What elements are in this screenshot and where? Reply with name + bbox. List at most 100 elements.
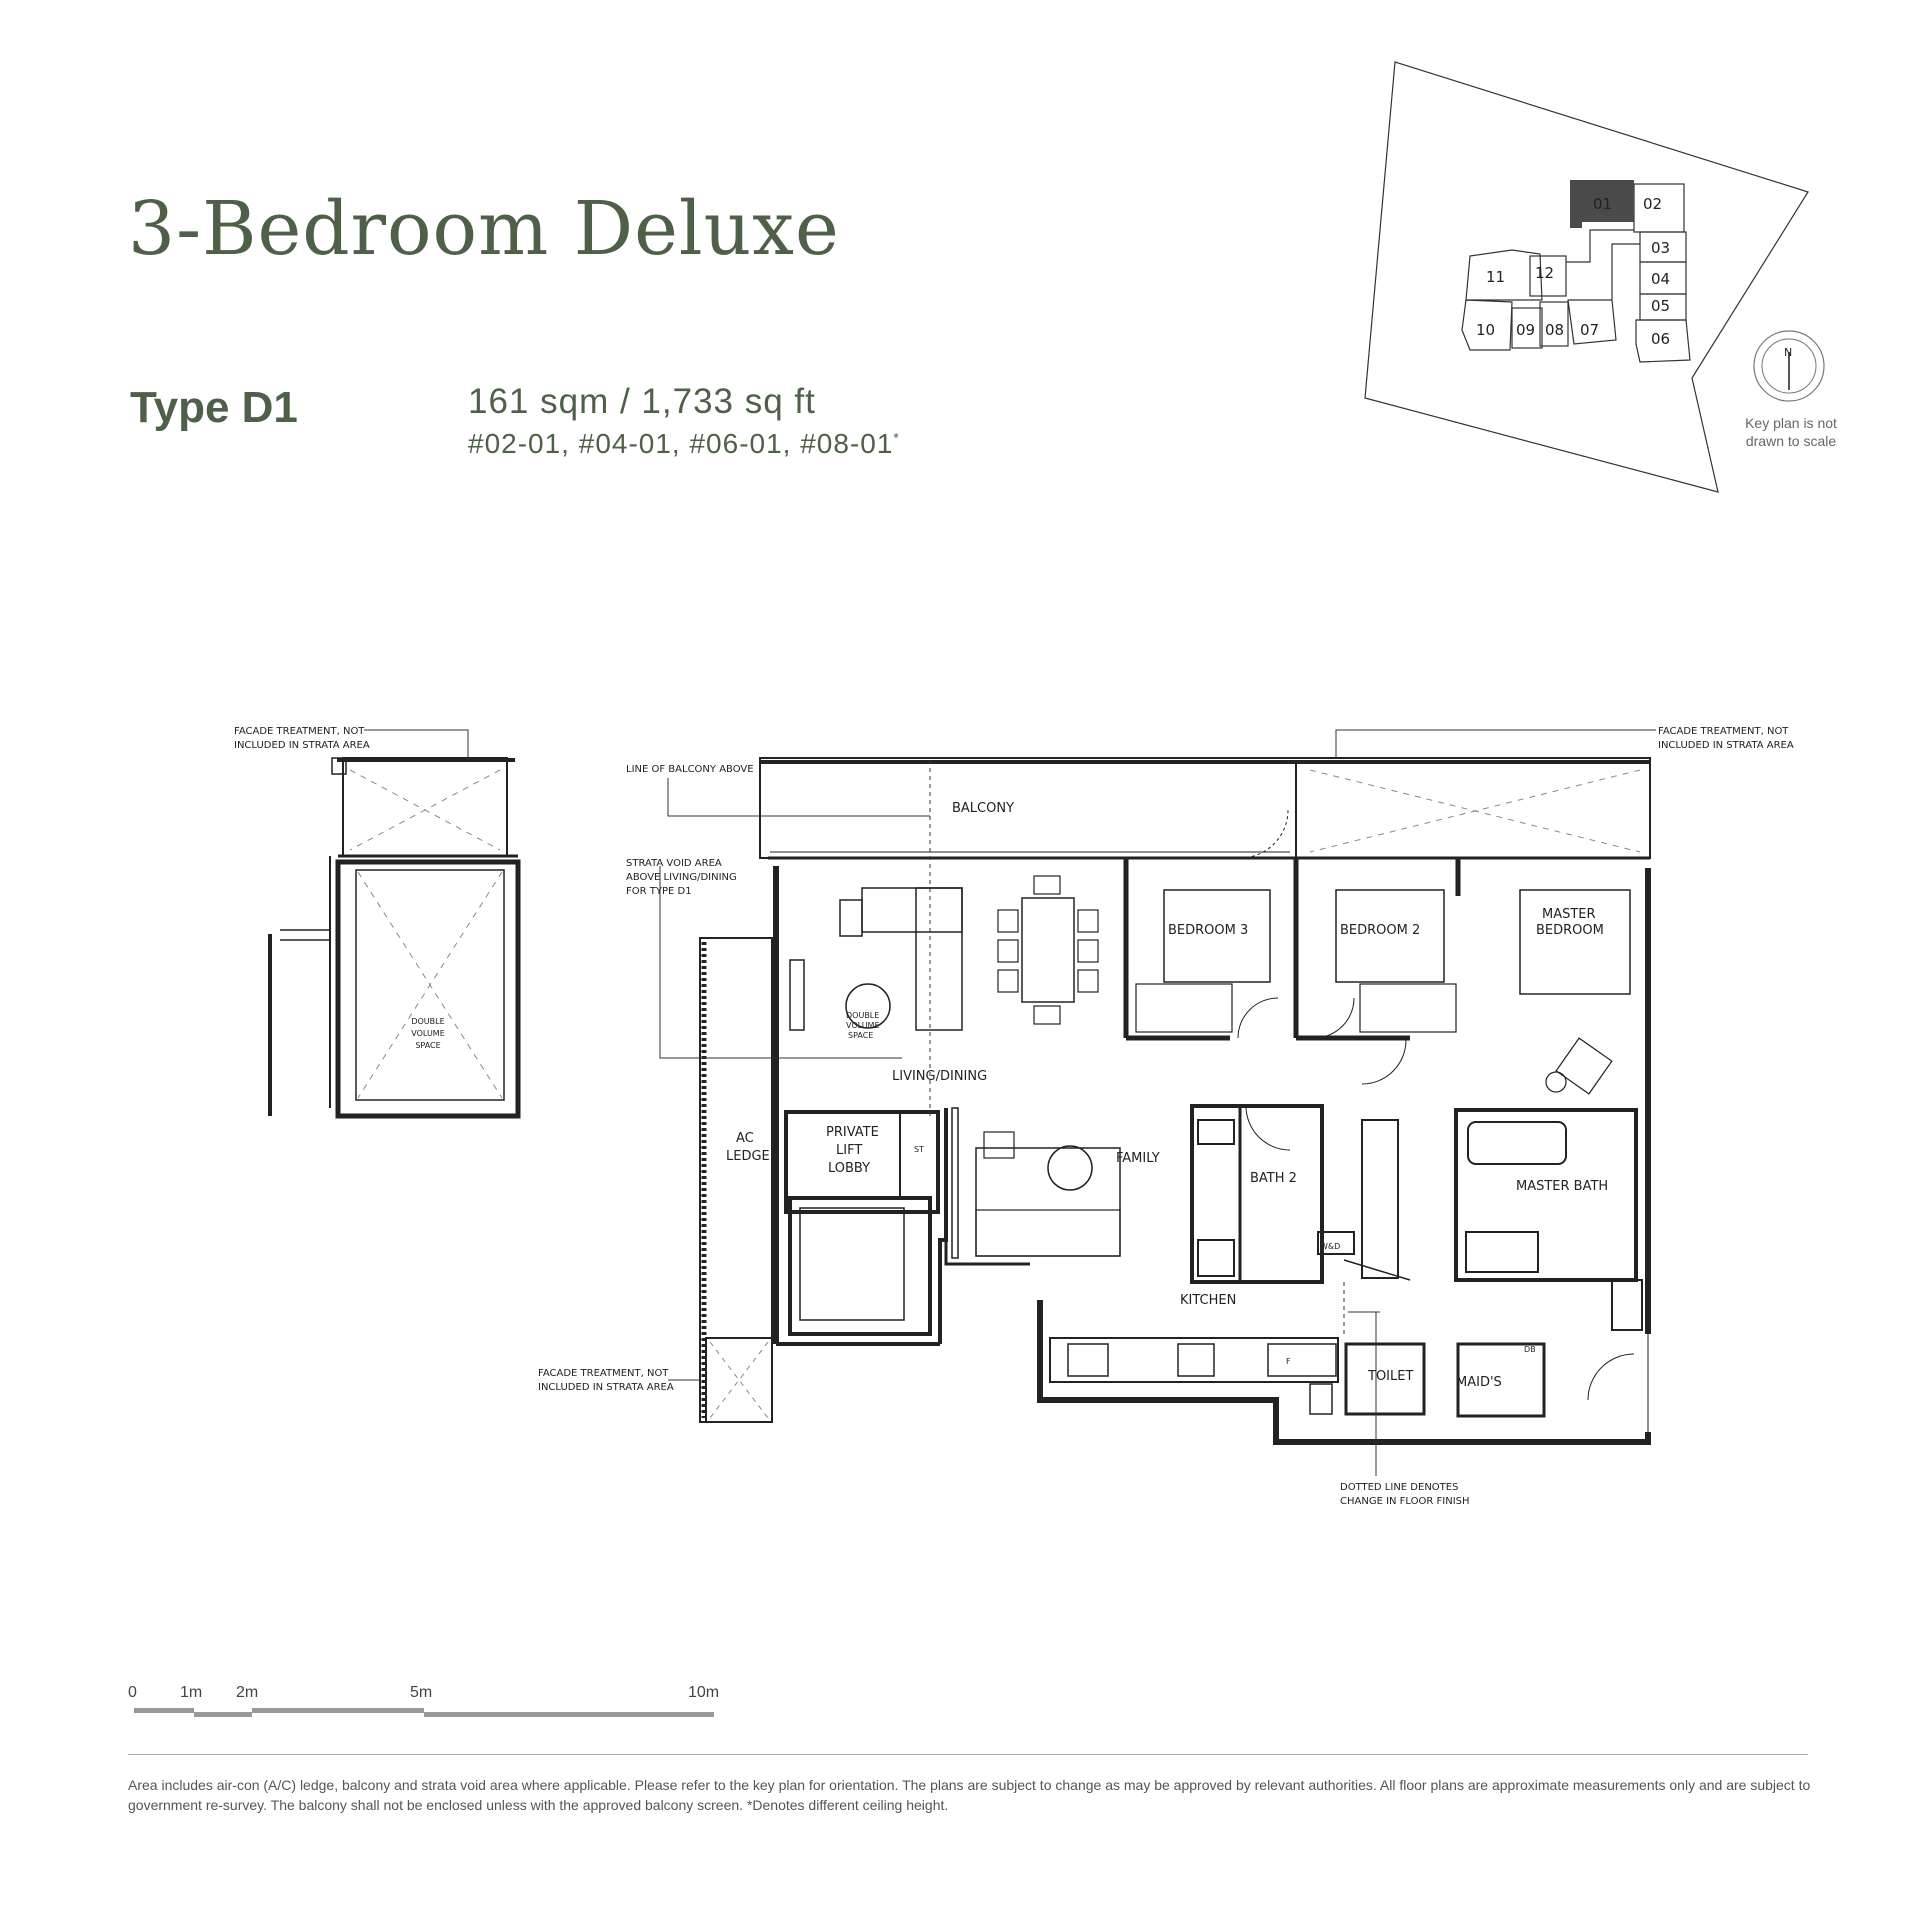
dining-table: [1021, 897, 1075, 1003]
label-lift-3: LOBBY: [828, 1161, 870, 1176]
scale-bar: [134, 1708, 714, 1717]
door-maids: [1587, 1353, 1635, 1401]
note-balcony-above: LINE OF BALCONY ABOVE: [626, 764, 754, 775]
label-family: FAMILY: [1116, 1151, 1160, 1166]
sink: [1067, 1343, 1109, 1377]
dv-label-3: SPACE: [415, 1041, 440, 1050]
note-strata-2: ABOVE LIVING/DINING: [626, 872, 737, 883]
exterior-wall-south: [1037, 1300, 1651, 1445]
label-fridge: F: [1286, 1357, 1291, 1366]
key-plan-label-03: 03: [1651, 239, 1670, 257]
note-dotted-2: CHANGE IN FLOOR FINISH: [1340, 1496, 1470, 1507]
unit-numbers: #02-01, #04-01, #06-01, #08-01*: [468, 428, 900, 460]
upper-balcony: [342, 757, 508, 857]
key-plan-block-08: [1539, 301, 1569, 347]
key-plan-label-04: 04: [1651, 270, 1670, 288]
label-st: ST: [914, 1145, 924, 1154]
label-bedroom2: BEDROOM 2: [1340, 923, 1420, 938]
label-master-bath: MASTER BATH: [1516, 1179, 1608, 1194]
label-balcony: BALCONY: [952, 801, 1014, 816]
key-plan-label-05: 05: [1651, 297, 1670, 315]
hob: [1177, 1343, 1215, 1377]
key-plan-labels: 01 02 03 04 05 06 07 08 09 10 11 12: [1476, 195, 1670, 348]
note-facade-right-2: INCLUDED IN STRATA AREA: [1658, 740, 1794, 751]
note-facade-bottom-2: INCLUDED IN STRATA AREA: [538, 1382, 674, 1393]
label-lift-1: PRIVATE: [826, 1125, 879, 1140]
scale-seg-0-1: [134, 1708, 194, 1713]
note-strata-1: STRATA VOID AREA: [626, 858, 722, 869]
armchair: [1555, 1037, 1613, 1095]
dv-label-2: VOLUME: [411, 1029, 445, 1038]
note-facade-bottom-1: FACADE TREATMENT, NOT: [538, 1368, 669, 1379]
key-plan-unit-01-highlight: [1570, 180, 1634, 228]
label-living-dining: LIVING/DINING: [892, 1069, 987, 1084]
main-floor-plan: [699, 757, 1651, 1445]
key-plan-label-06: 06: [1651, 330, 1670, 348]
kitchen-counter: [1049, 1337, 1339, 1383]
key-plan-label-01: 01: [1593, 195, 1612, 213]
footer-divider: [128, 1754, 1808, 1755]
key-plan-site-boundary: [1364, 61, 1809, 493]
fridge: [1267, 1343, 1337, 1377]
key-plan-label-08: 08: [1545, 321, 1564, 339]
label-dv-3: SPACE: [848, 1031, 873, 1040]
key-plan-block-12: [1529, 255, 1567, 297]
maids-room: [1456, 1342, 1546, 1418]
bed-bedroom2: [1335, 889, 1445, 983]
private-lift-lobby: [784, 1110, 940, 1214]
door-master: [1361, 1039, 1407, 1085]
key-plan-block-07: [1567, 299, 1617, 345]
label-maids: MAID'S: [1456, 1375, 1502, 1390]
room-labels: BALCONY BEDROOM 3 BEDROOM 2 MASTER BEDRO…: [726, 801, 1608, 1390]
bed-master: [1519, 889, 1631, 995]
coffee-table-family: [1047, 1145, 1093, 1191]
key-plan-block-11: [1465, 249, 1543, 301]
key-plan-label-07: 07: [1580, 321, 1599, 339]
bath2-shower-1: [1197, 1119, 1235, 1145]
bath2-shower-2: [1197, 1239, 1235, 1277]
key-plan-block-06: [1635, 319, 1691, 363]
scale-seg-2-5: [252, 1708, 424, 1713]
key-plan-label-11: 11: [1486, 268, 1505, 286]
label-db: DB: [1524, 1345, 1536, 1354]
upper-plan-labels: DOUBLE VOLUME SPACE: [411, 1017, 445, 1050]
label-kitchen: KITCHEN: [1180, 1293, 1236, 1308]
bed-bedroom3: [1163, 889, 1271, 983]
footer-disclaimer: Area includes air-con (A/C) ledge, balco…: [128, 1777, 1811, 1813]
label-ac-1: AC: [736, 1131, 754, 1146]
door-bath2: [1245, 1105, 1291, 1151]
note-strata-3: FOR TYPE D1: [626, 886, 692, 897]
annotation-leaders: [364, 729, 1656, 1476]
note-facade-right-1: FACADE TREATMENT, NOT: [1658, 726, 1789, 737]
label-wd: W&D: [1320, 1242, 1340, 1251]
dv-label-1: DOUBLE: [411, 1017, 444, 1026]
label-master-1: MASTER: [1542, 907, 1596, 922]
lift-shaft: [788, 1196, 932, 1336]
unit-type-label: Type D1: [130, 383, 298, 432]
kitchen-store: [1309, 1383, 1333, 1415]
coffee-table-living: [845, 983, 891, 1029]
note-facade-left-1: FACADE TREATMENT, NOT: [234, 726, 365, 737]
key-plan-label-10: 10: [1476, 321, 1495, 339]
scale-seg-5-10: [424, 1712, 714, 1717]
compass-icon: N: [1753, 330, 1825, 402]
label-master-2: BEDROOM: [1536, 923, 1604, 938]
bath2-block: [1190, 1104, 1324, 1284]
label-dv-2: VOLUME: [846, 1021, 880, 1030]
facade-box-bottom: [705, 1337, 773, 1423]
scale-label-10m: 10m: [688, 1684, 720, 1701]
annotation-labels: FACADE TREATMENT, NOT INCLUDED IN STRATA…: [234, 726, 1794, 1507]
upper-level-plan: [268, 757, 521, 1119]
scale-label-1m: 1m: [180, 1684, 203, 1701]
sofa-living: [915, 887, 963, 1031]
ac-ledge: [699, 937, 773, 1423]
label-bedroom3: BEDROOM 3: [1168, 923, 1248, 938]
key-plan-label-02: 02: [1643, 195, 1662, 213]
key-plan-label-09: 09: [1516, 321, 1535, 339]
door-balcony: [1239, 809, 1289, 859]
door-bedroom2: [1313, 997, 1355, 1039]
unit-area: 161 sqm / 1,733 sq ft: [468, 382, 816, 421]
label-bath2: BATH 2: [1250, 1171, 1297, 1186]
toilet-room: [1344, 1342, 1426, 1416]
unit-numbers-text: #02-01, #04-01, #06-01, #08-01: [468, 428, 894, 459]
